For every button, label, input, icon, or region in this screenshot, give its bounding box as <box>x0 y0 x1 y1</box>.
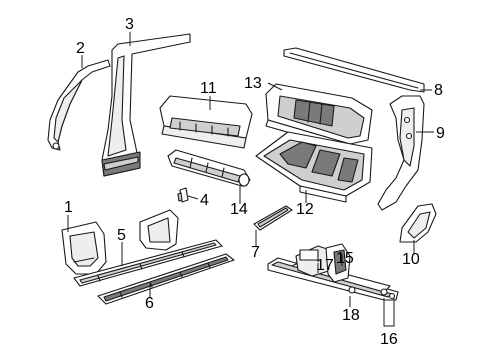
callout-1: 1 <box>64 199 73 216</box>
callout-14: 14 <box>230 201 248 218</box>
part-6-scuff-plate <box>97 253 235 305</box>
callout-12: 12 <box>296 201 314 218</box>
part-3-pillar-trim <box>101 33 191 177</box>
callout-13: 13 <box>244 75 262 92</box>
callout-5: 5 <box>117 227 126 244</box>
callout-17: 17 <box>316 257 334 274</box>
part-2-pillar-trim <box>47 59 111 151</box>
part-11-panel <box>159 95 253 149</box>
part-14-bracket <box>167 149 251 187</box>
callout-11: 11 <box>200 80 217 97</box>
leader-lines <box>67 32 434 327</box>
part-1-kick-panel <box>61 221 107 275</box>
callout-7: 7 <box>251 244 260 261</box>
callout-9: 9 <box>436 125 445 142</box>
part-7-rail <box>253 205 293 231</box>
callout-4: 4 <box>200 192 209 209</box>
callout-10: 10 <box>402 251 420 268</box>
part-18-seat-track <box>267 243 399 301</box>
part-12-console <box>255 131 373 203</box>
callout-labels: 1 2 3 4 5 6 7 8 9 10 11 12 13 14 15 16 1… <box>64 16 445 348</box>
callout-2: 2 <box>76 40 85 57</box>
part-4-clip <box>177 187 189 203</box>
part-9-side-pillar <box>377 95 425 211</box>
part-5-sill-plate <box>73 209 223 287</box>
callout-6: 6 <box>145 295 154 312</box>
callout-16: 16 <box>380 331 398 348</box>
callout-3: 3 <box>125 16 134 33</box>
part-8-upper-trim <box>283 47 425 93</box>
part-13-cowl-panel <box>265 83 373 151</box>
callout-8: 8 <box>434 82 443 99</box>
callout-18: 18 <box>342 307 360 324</box>
callout-15: 15 <box>336 250 354 267</box>
part-10-trim-piece <box>399 203 437 243</box>
